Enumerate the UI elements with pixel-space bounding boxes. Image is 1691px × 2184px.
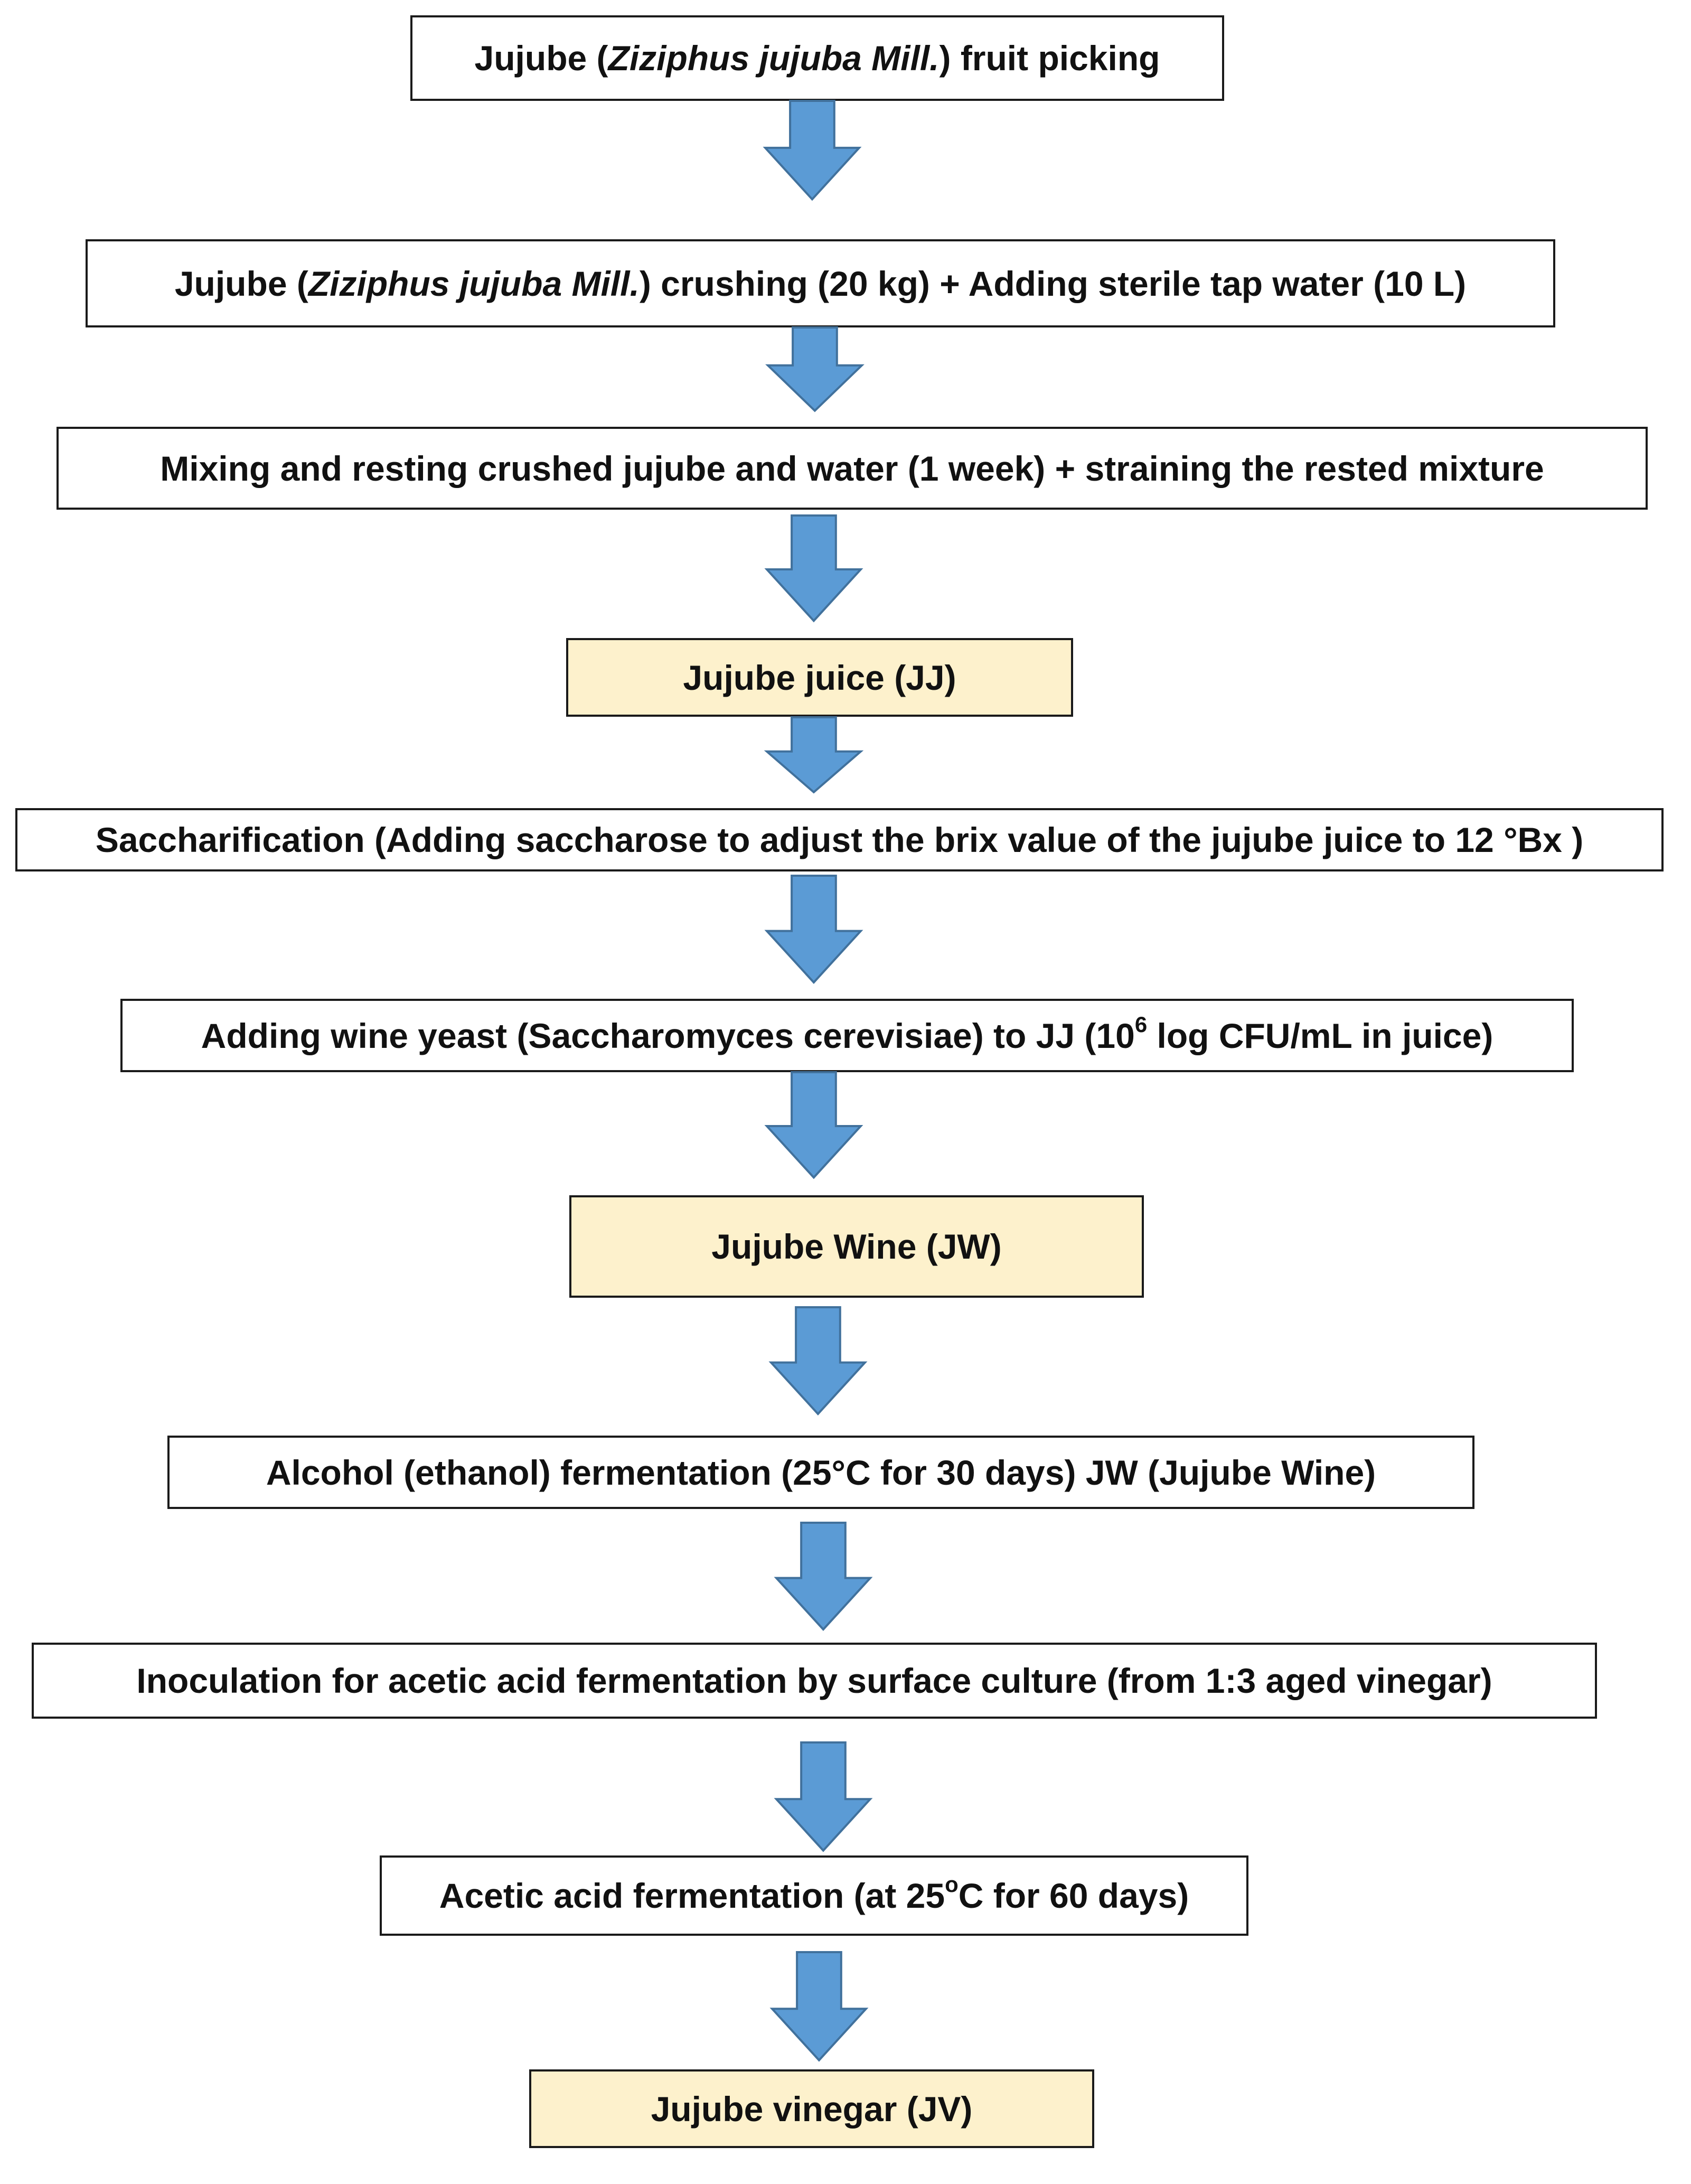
- step-jujube-juice: Jujube juice (JJ): [566, 638, 1073, 717]
- step-inoculation: Inoculation for acetic acid fermentation…: [32, 1643, 1597, 1719]
- step-fruit-picking: Jujube (Ziziphus jujuba Mill.) fruit pic…: [410, 15, 1224, 101]
- step-label: Inoculation for acetic acid fermentation…: [136, 1663, 1492, 1698]
- step-acetic-fermentation: Acetic acid fermentation (at 25oC for 60…: [380, 1855, 1248, 1936]
- arrow-shape: [763, 100, 862, 201]
- arrow-shape: [774, 1741, 873, 1852]
- step-adding-yeast: Adding wine yeast (Saccharomyces cerevis…: [120, 999, 1574, 1072]
- step-jujube-vinegar: Jujube vinegar (JV): [529, 2069, 1094, 2148]
- step-crushing: Jujube (Ziziphus jujuba Mill.) crushing …: [86, 239, 1555, 327]
- step-label: Jujube Wine (JW): [711, 1229, 1001, 1264]
- flow-arrow-down-icon: [764, 716, 864, 794]
- text-segment: log CFU/mL in juice): [1147, 1016, 1493, 1055]
- flow-arrow-down-icon: [764, 514, 863, 623]
- step-label: Acetic acid fermentation (at 25oC for 60…: [439, 1873, 1189, 1915]
- text-segment: Mixing and resting crushed jujube and wa…: [160, 448, 1544, 488]
- arrow-shape: [769, 1951, 869, 2062]
- step-label: Jujube juice (JJ): [683, 660, 956, 695]
- text-segment: ) fruit picking: [939, 39, 1160, 78]
- text-segment: C for 60 days): [958, 1876, 1189, 1915]
- arrow-shape: [764, 716, 864, 794]
- step-label: Jujube vinegar (JV): [651, 2092, 973, 2126]
- text-segment: Alcohol (ethanol) fermentation (25°C for…: [266, 1452, 1376, 1492]
- text-segment: Inoculation for acetic acid fermentation…: [136, 1661, 1492, 1700]
- step-label: Jujube (Ziziphus jujuba Mill.) fruit pic…: [475, 41, 1160, 76]
- text-segment: Saccharification (Adding saccharose to a…: [95, 820, 1584, 859]
- superscript: o: [945, 1872, 959, 1897]
- step-alcohol-fermentation: Alcohol (ethanol) fermentation (25°C for…: [167, 1436, 1474, 1509]
- text-segment: Adding wine yeast (Saccharomyces cerevis…: [201, 1016, 1135, 1055]
- flow-arrow-down-icon: [768, 1306, 868, 1416]
- step-label: Saccharification (Adding saccharose to a…: [96, 822, 1583, 857]
- flow-arrow-down-icon: [769, 1951, 869, 2062]
- arrow-shape: [765, 326, 865, 413]
- arrow-shape: [774, 1522, 873, 1631]
- step-saccharification: Saccharification (Adding saccharose to a…: [15, 808, 1664, 871]
- text-segment: Acetic acid fermentation (at 25: [439, 1876, 945, 1915]
- flow-arrow-down-icon: [763, 100, 862, 201]
- species-name: Ziziphus jujuba Mill.: [608, 39, 940, 78]
- flow-arrow-down-icon: [774, 1741, 873, 1852]
- flow-arrow-down-icon: [774, 1522, 873, 1631]
- flow-arrow-down-icon: [765, 326, 865, 413]
- arrow-shape: [764, 1071, 863, 1179]
- text-segment: Jujube vinegar (JV): [651, 2089, 973, 2129]
- step-mixing-resting: Mixing and resting crushed jujube and wa…: [57, 427, 1648, 510]
- step-label: Jujube (Ziziphus jujuba Mill.) crushing …: [175, 266, 1466, 301]
- text-segment: Jujube juice (JJ): [683, 658, 956, 697]
- arrow-shape: [768, 1306, 868, 1416]
- step-jujube-wine: Jujube Wine (JW): [569, 1195, 1144, 1298]
- arrow-shape: [764, 514, 863, 623]
- arrow-shape: [764, 875, 863, 984]
- step-label: Alcohol (ethanol) fermentation (25°C for…: [266, 1455, 1376, 1490]
- flow-arrow-down-icon: [764, 875, 863, 984]
- flow-arrow-down-icon: [764, 1071, 863, 1179]
- text-segment: Jujube Wine (JW): [711, 1227, 1002, 1266]
- text-segment: ) crushing (20 kg) + Adding sterile tap …: [639, 264, 1467, 303]
- text-segment: Jujube (: [174, 264, 308, 303]
- species-name: Ziziphus jujuba Mill.: [308, 264, 640, 303]
- step-label: Mixing and resting crushed jujube and wa…: [160, 451, 1544, 486]
- step-label: Adding wine yeast (Saccharomyces cerevis…: [201, 1013, 1493, 1055]
- text-segment: Jujube (: [474, 39, 608, 78]
- superscript: 6: [1134, 1011, 1148, 1037]
